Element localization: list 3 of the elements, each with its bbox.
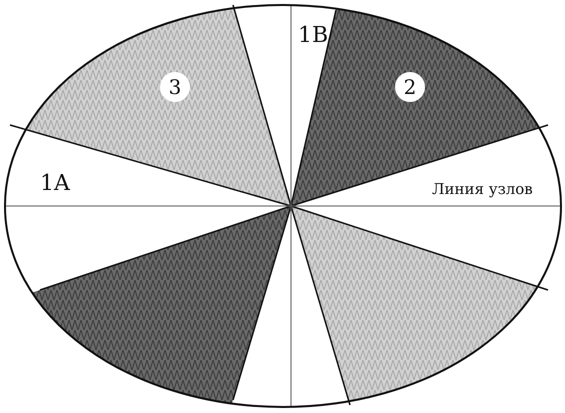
sector-label: 1B (298, 25, 328, 47)
line-label: Линия узлов (432, 182, 533, 197)
sector-label: 1A (40, 173, 70, 195)
